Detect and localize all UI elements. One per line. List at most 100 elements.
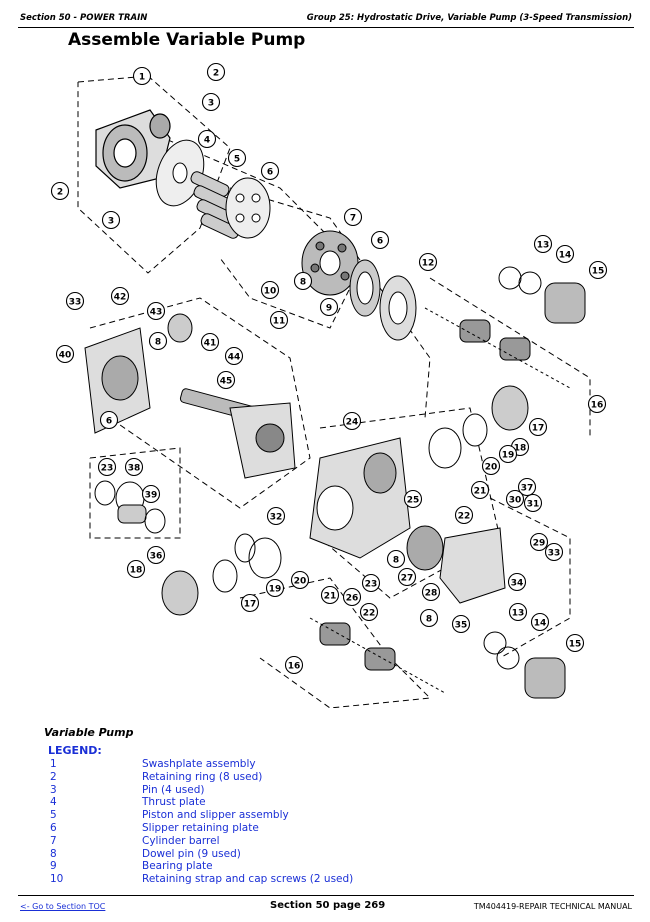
callout-circle [523, 493, 543, 513]
callout-label: 31 [527, 500, 540, 510]
callout-13: 13 [533, 234, 553, 254]
callout-40: 40 [55, 344, 75, 364]
callout-label: 22 [363, 609, 376, 619]
callout-12: 12 [418, 252, 438, 272]
callout-label: 33 [548, 549, 561, 559]
callout-label: 2 [57, 188, 63, 198]
callout-8: 8 [386, 549, 406, 569]
thrust-plate-part [155, 139, 205, 207]
callout-label: 15 [592, 267, 605, 277]
callout-label: 29 [533, 539, 546, 549]
callout-41: 41 [200, 332, 220, 352]
callout-label: 21 [324, 592, 337, 602]
callout-circle [343, 207, 363, 227]
callout-circle [284, 655, 304, 675]
callout-circle [451, 614, 471, 634]
assembly-outline [489, 497, 571, 659]
legend-item-text: Pin (4 used) [142, 783, 205, 796]
callout-circle [265, 578, 285, 598]
callout-label: 9 [326, 304, 332, 314]
callout-label: 36 [150, 552, 163, 562]
legend-item-text: Piston and slipper assembly [142, 809, 289, 822]
callout-label: 2 [213, 69, 219, 79]
callout-circle [240, 593, 260, 613]
callout-label: 12 [422, 259, 435, 269]
callout-23: 23 [97, 457, 117, 477]
callout-label: 4 [204, 136, 210, 146]
page-header: Section 50 - POWER TRAIN Group 25: Hydro… [0, 0, 650, 30]
callout-label: 10 [264, 287, 277, 297]
callout-label: 23 [365, 580, 378, 590]
callout-circle [587, 394, 607, 414]
callout-label: 41 [204, 339, 217, 349]
callout-label: 17 [244, 600, 257, 610]
callout-label: 20 [294, 577, 307, 587]
callout-label: 8 [155, 338, 161, 348]
callout-label: 45 [220, 377, 233, 387]
callout-circle [529, 532, 549, 552]
legend-item-number: 6 [50, 821, 57, 834]
callout-23: 23 [361, 573, 381, 593]
callout-label: 16 [288, 662, 301, 672]
callout-circle [508, 602, 528, 622]
callout-circle [206, 62, 226, 82]
callout-circle [290, 570, 310, 590]
callout-label: 7 [350, 214, 356, 224]
callout-24: 24 [342, 411, 362, 431]
callout-label: 14 [559, 251, 572, 261]
callout-1: 1 [132, 66, 152, 86]
callout-circle [55, 344, 75, 364]
plate-part [379, 275, 417, 341]
callout-circle [97, 457, 117, 477]
callout-20: 20 [290, 570, 310, 590]
callout-8: 8 [419, 608, 439, 628]
legend-item-number: 1 [50, 758, 57, 770]
callout-circle [530, 612, 550, 632]
callout-label: 6 [377, 237, 383, 247]
callout-circle [386, 549, 406, 569]
callout-circle [565, 633, 585, 653]
callout-29: 29 [529, 532, 549, 552]
callout-34: 34 [507, 572, 527, 592]
callout-label: 26 [346, 594, 359, 604]
callout-circle [498, 444, 518, 464]
callout-circle [146, 301, 166, 321]
callout-circle [132, 66, 152, 86]
callout-17: 17 [240, 593, 260, 613]
valve-body-part [406, 525, 506, 604]
assembly-outline [89, 297, 311, 509]
callout-14: 14 [555, 244, 575, 264]
legend-item-number: 7 [50, 834, 57, 847]
callout-32: 32 [266, 506, 286, 526]
legend-item-text: Swashplate assembly [142, 758, 256, 770]
callout-circle [421, 582, 441, 602]
callout-8: 8 [148, 331, 168, 351]
callout-circle [555, 244, 575, 264]
callout-label: 3 [208, 99, 214, 109]
callout-6: 6 [260, 161, 280, 181]
legend-item-number: 2 [50, 770, 57, 783]
callout-circle [124, 457, 144, 477]
toc-link[interactable]: <- Go to Section TOC [20, 902, 106, 911]
callout-circle [216, 370, 236, 390]
callout-39: 39 [141, 484, 161, 504]
legend-item-number: 10 [50, 873, 64, 886]
legend-item-text: Bearing plate [142, 860, 213, 873]
callout-circle [224, 346, 244, 366]
callout-3: 3 [201, 92, 221, 112]
callout-label: 16 [591, 401, 604, 411]
callout-38: 38 [124, 457, 144, 477]
manual-id: TM404419-REPAIR TECHNICAL MANUAL [473, 902, 632, 911]
header-divider [18, 27, 634, 28]
callout-circle [588, 260, 608, 280]
callout-circle [359, 602, 379, 622]
callout-label: 35 [455, 621, 468, 631]
legend-item-number: 3 [50, 783, 57, 796]
callout-circle [361, 573, 381, 593]
callout-label: 14 [534, 619, 547, 629]
callout-circle [201, 92, 221, 112]
callout-21: 21 [470, 480, 490, 500]
callout-circle [419, 608, 439, 628]
callout-label: 42 [114, 293, 127, 303]
